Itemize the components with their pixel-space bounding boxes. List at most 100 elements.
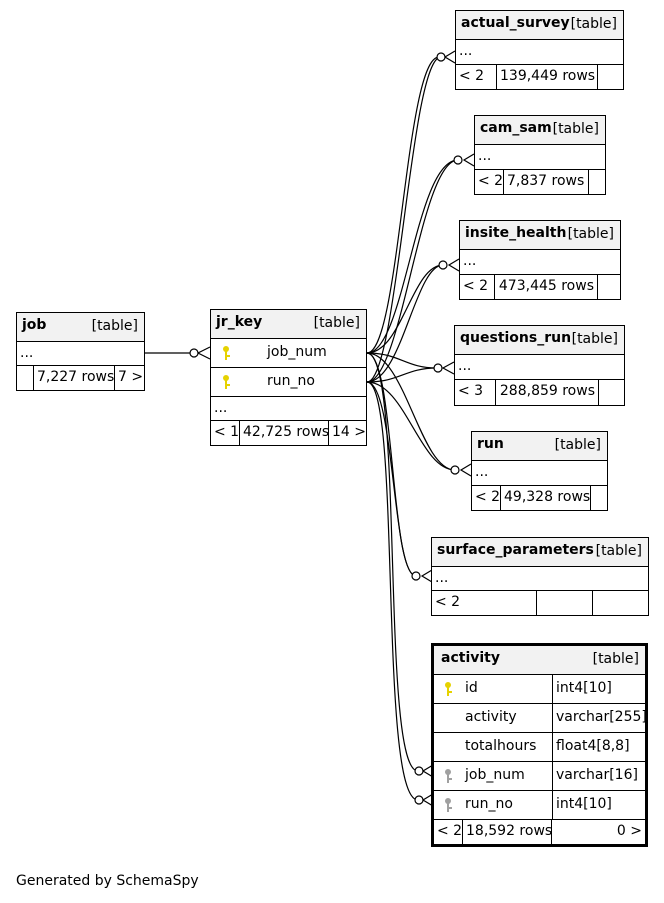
table-cam-sam[interactable]: cam_sam [table] ... < 2 7,837 rows [474,115,606,195]
stat-parents: < 3 [455,380,496,405]
table-header[interactable]: run [table] [472,432,607,461]
stats-row: < 3 288,859 rows [455,380,624,405]
table-header[interactable]: cam_sam [table] [475,116,605,145]
table-header[interactable]: actual_survey [table] [456,11,623,40]
ellipsis-row: ... [432,567,648,591]
table-name: actual_survey [461,15,570,31]
stat-children [599,380,624,405]
stat-rows: 139,449 rows [497,65,598,89]
stat-parents: < 2 [460,275,495,299]
stats-row: < 2 139,449 rows [456,65,623,89]
stat-children: 7 > [118,369,144,385]
table-kind: [table] [552,121,599,137]
column-name: job_num [267,344,327,360]
column-type: float4[8,8] [556,738,630,754]
stats-row: < 2 [432,591,648,615]
table-header[interactable]: jr_key [table] [211,310,366,339]
table-header[interactable]: job [table] [17,313,144,342]
stat-parents: < 2 [475,170,504,194]
table-kind: [table] [595,543,642,559]
table-kind: [table] [567,226,614,242]
stat-children: 0 > [616,823,642,839]
stat-children [591,486,607,510]
ellipsis-row: ... [475,145,605,170]
primary-key-icon [445,682,452,696]
foreign-key-icon [445,798,452,812]
stat-children [598,275,620,299]
stats-row: 7,227 rows 7 > [17,366,144,390]
table-name: jr_key [216,314,263,330]
column-row[interactable]: job_num varchar[16] [434,762,645,791]
stats-row: < 1 42,725 rows 14 > [211,421,366,445]
column-name: run_no [267,373,315,389]
ellipsis-row: ... [472,461,607,486]
table-run[interactable]: run [table] ... < 2 49,328 rows [471,431,608,511]
wire-jr-key-cam-sam [366,159,459,354]
column-name: id [465,680,478,696]
stat-rows: 7,227 rows [34,366,115,390]
table-surface-parameters[interactable]: surface_parameters [table] ... < 2 [431,537,649,616]
wire-jr-key-actual-survey-2 [366,56,442,383]
table-name: cam_sam [480,120,552,136]
column-name: job_num [465,767,525,783]
table-kind: [table] [91,318,138,334]
column-row[interactable]: id int4[10] [434,675,645,704]
table-header[interactable]: questions_run [table] [455,326,624,355]
table-header[interactable]: activity [table] [434,646,645,675]
table-activity[interactable]: activity [table] id int4[10] activity va… [431,643,648,847]
table-header[interactable]: insite_health [table] [460,221,620,250]
wire-jr-key-surface-parameters-2 [366,381,417,577]
wire-jr-key-cam-sam-2 [366,159,459,383]
stat-rows: 18,592 rows [463,820,552,844]
table-questions-run[interactable]: questions_run [table] ... < 3 288,859 ro… [454,325,625,406]
table-kind: [table] [313,315,360,331]
column-row[interactable]: totalhours float4[8,8] [434,733,645,762]
column-type: int4[10] [556,796,612,812]
table-name: job [22,317,47,333]
ellipsis-row: ... [17,342,144,366]
column-row[interactable]: run_no [211,368,366,397]
column-type: varchar[255] [556,709,647,725]
stat-parents: < 2 [456,65,497,89]
ellipsis-row: ... [456,40,623,65]
column-name: totalhours [465,738,537,754]
stat-parents: < 2 [472,486,501,510]
table-insite-health[interactable]: insite_health [table] ... < 2 473,445 ro… [459,220,621,300]
table-kind: [table] [570,16,617,32]
ellipsis-row: ... [455,355,624,380]
table-name: insite_health [465,225,567,241]
stat-parents: < 1 [211,421,240,445]
column-name: run_no [465,796,513,812]
stat-rows: 7,837 rows [504,170,589,194]
column-row[interactable]: run_no int4[10] [434,791,645,820]
stat-children: 14 > [332,424,366,440]
table-actual-survey[interactable]: actual_survey [table] ... < 2 139,449 ro… [455,10,624,90]
stat-rows: 288,859 rows [496,380,599,405]
primary-key-icon [223,346,230,360]
wire-jr-key-activity-job-num [366,352,419,772]
table-jr-key[interactable]: jr_key [table] job_num run_no ... < 1 42… [210,309,367,446]
table-job[interactable]: job [table] ... 7,227 rows 7 > [16,312,145,391]
table-name: run [477,436,504,452]
stat-children [598,65,623,89]
column-row[interactable]: job_num [211,339,366,368]
table-name: questions_run [460,330,572,346]
stat-parents: < 2 [434,820,463,844]
generated-by-footer: Generated by SchemaSpy [16,873,199,889]
wire-jr-key-run-2 [366,381,456,471]
stat-rows [537,591,593,615]
wire-jr-key-activity-run-no [366,381,419,801]
wire-jr-key-questions-run-2 [366,367,438,383]
column-row[interactable]: activity varchar[255] [434,704,647,733]
primary-key-icon [223,375,230,389]
foreign-key-icon [445,769,452,783]
column-type: varchar[16] [556,767,638,783]
wire-jr-key-actual-survey [366,56,440,354]
wire-jr-key-questions-run [366,352,438,369]
column-type: int4[10] [556,680,612,696]
stats-row: < 2 49,328 rows [472,486,607,510]
wire-jr-key-insite-health [366,264,444,354]
table-name: activity [441,650,500,666]
table-header[interactable]: surface_parameters [table] [432,538,648,567]
